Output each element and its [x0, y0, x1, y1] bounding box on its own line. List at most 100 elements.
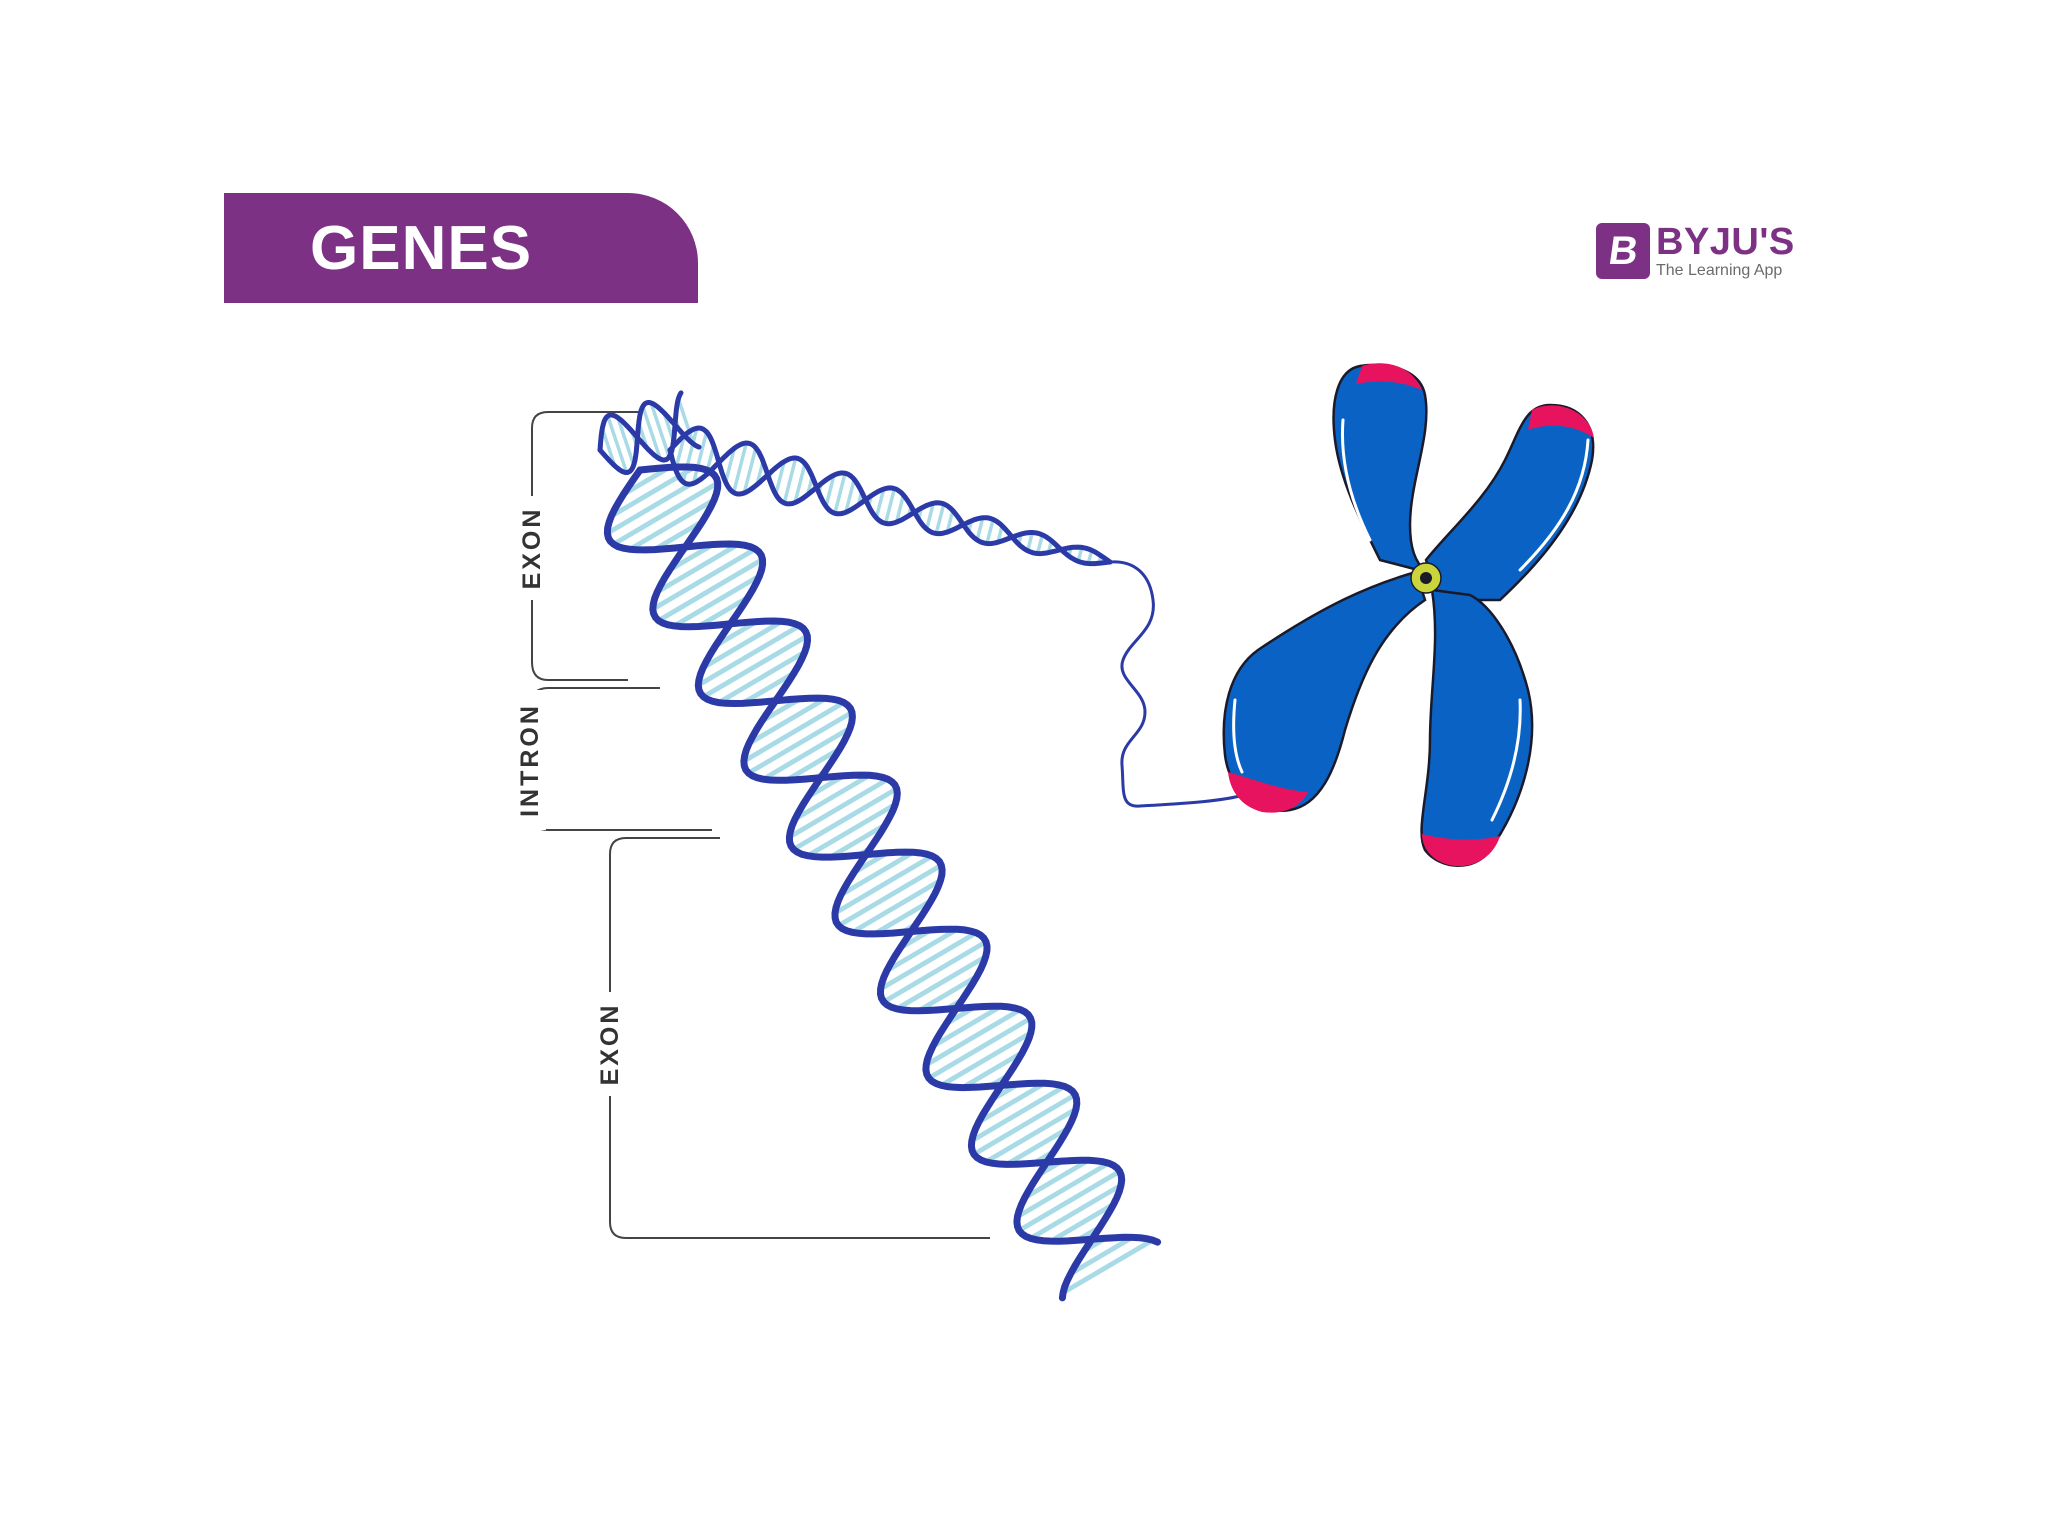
base-pair-rung — [894, 494, 906, 523]
base-pair-rung — [931, 1004, 1003, 1049]
base-pair-rung — [829, 822, 887, 860]
centromere-core — [1420, 572, 1432, 584]
base-pair-rung — [1035, 534, 1045, 554]
base-pair-rung — [793, 773, 871, 822]
base-pair-rung — [651, 546, 757, 612]
base-pair-rung — [673, 573, 761, 629]
telomere-bottom-left — [1228, 772, 1308, 813]
base-pair-rung — [927, 1016, 1032, 1081]
base-pair-rung — [961, 1050, 1024, 1090]
base-pair-rung — [895, 954, 987, 1012]
base-pair-rung — [732, 442, 748, 494]
base-pair-rung — [844, 478, 856, 513]
base-pair-rung — [940, 1030, 1033, 1088]
dna-strand-b — [636, 463, 1162, 1246]
chromosome-highlight — [1518, 438, 1590, 572]
chromosome — [1222, 363, 1595, 867]
title-banner: GENES — [224, 193, 698, 303]
chromosome-arm-lower-left — [1222, 570, 1427, 812]
base-pair-rung — [697, 623, 801, 688]
chromosome-arm-upper-right — [1424, 403, 1595, 602]
base-pair-rung — [833, 853, 934, 916]
base-pair-rung — [934, 503, 946, 534]
telomere-bottom-right — [1422, 834, 1500, 867]
logo-tagline: The Learning App — [1656, 262, 1783, 279]
base-pair-rung — [657, 557, 764, 623]
base-pair-rung — [774, 461, 786, 495]
base-pair-rung — [792, 786, 898, 852]
base-pair-rung — [641, 405, 662, 460]
base-pair-rung — [622, 465, 671, 497]
base-pair-rung — [975, 517, 985, 541]
base-pair-rung — [676, 398, 696, 445]
chromosome-arm-upper-left — [1332, 363, 1428, 574]
intron-bracket — [531, 687, 712, 831]
base-pair-rung — [1016, 1161, 1110, 1219]
base-pair-rung — [985, 518, 995, 544]
base-pair-rung — [742, 700, 846, 764]
base-pair-rung — [655, 542, 740, 595]
base-pair-rung — [691, 431, 709, 484]
telomere-top-right — [1528, 405, 1594, 438]
base-pair-rung — [883, 488, 897, 524]
base-pair-rung — [837, 863, 943, 928]
dna-strand-a — [597, 400, 702, 475]
base-pair-rung — [874, 488, 886, 519]
base-pair-rung — [984, 1106, 1078, 1165]
base-pair-rung — [681, 427, 699, 483]
base-pair-rung — [649, 402, 671, 458]
base-pair-rung — [788, 777, 890, 840]
base-pair-rung — [1017, 1169, 1121, 1233]
base-pair-rung — [806, 802, 897, 858]
base-pair-rung — [882, 939, 988, 1005]
base-pair-rung — [628, 497, 716, 552]
base-pair-rung — [785, 746, 841, 783]
base-pair-rung — [600, 427, 617, 467]
base-pair-rung — [761, 725, 852, 782]
base-pair-rung — [793, 463, 807, 504]
base-pair-rung — [653, 519, 704, 552]
exon-bottom-label: EXON — [596, 1003, 624, 1086]
base-pair-rung — [833, 472, 847, 514]
base-pair-rung — [850, 878, 942, 935]
base-pair-rung — [1061, 1237, 1154, 1295]
dna-strand-b — [667, 425, 1113, 565]
base-pair-rung — [668, 542, 715, 573]
base-pair-rung — [747, 696, 828, 746]
base-pair-rung — [970, 1084, 1066, 1144]
base-pair-rung — [697, 595, 750, 629]
byjus-logo: B BYJU'S The Learning App — [1596, 221, 1795, 281]
base-pair-rung — [701, 619, 784, 670]
base-pair-rung — [1069, 1235, 1134, 1276]
base-pair-rung — [972, 1092, 1077, 1157]
base-pair-rung — [742, 447, 758, 494]
base-pair-rung — [782, 457, 798, 504]
base-pair-rung — [717, 649, 807, 705]
telomere-top-left — [1356, 363, 1422, 390]
base-pair-rung — [873, 898, 933, 937]
base-pair-rung — [839, 850, 915, 898]
base-pair-rung — [824, 474, 836, 507]
dna-strand-a — [667, 440, 1113, 567]
dna-thread — [1109, 560, 1241, 808]
base-pair-rung — [747, 710, 854, 776]
base-pair-rung — [924, 1007, 1022, 1068]
dna-strand-a — [603, 466, 1126, 1302]
base-pair-rung — [741, 670, 796, 706]
base-pair-rung — [1049, 1202, 1115, 1244]
logo-mark-icon: B — [1596, 223, 1650, 279]
chromosome-highlight — [1490, 698, 1522, 822]
region-brackets — [531, 411, 990, 1239]
base-pair-rung — [616, 417, 636, 466]
base-pair-rung — [1029, 1183, 1123, 1241]
base-pair-rung — [885, 927, 959, 973]
logo-name: BYJU'S — [1656, 221, 1795, 263]
base-pair-rung — [1026, 532, 1034, 552]
base-pair-rung — [977, 1081, 1046, 1125]
dna-helix — [597, 390, 1162, 1302]
base-pair-rung — [945, 510, 955, 533]
base-pair-rung — [724, 447, 736, 483]
base-pair-rung — [606, 415, 629, 474]
